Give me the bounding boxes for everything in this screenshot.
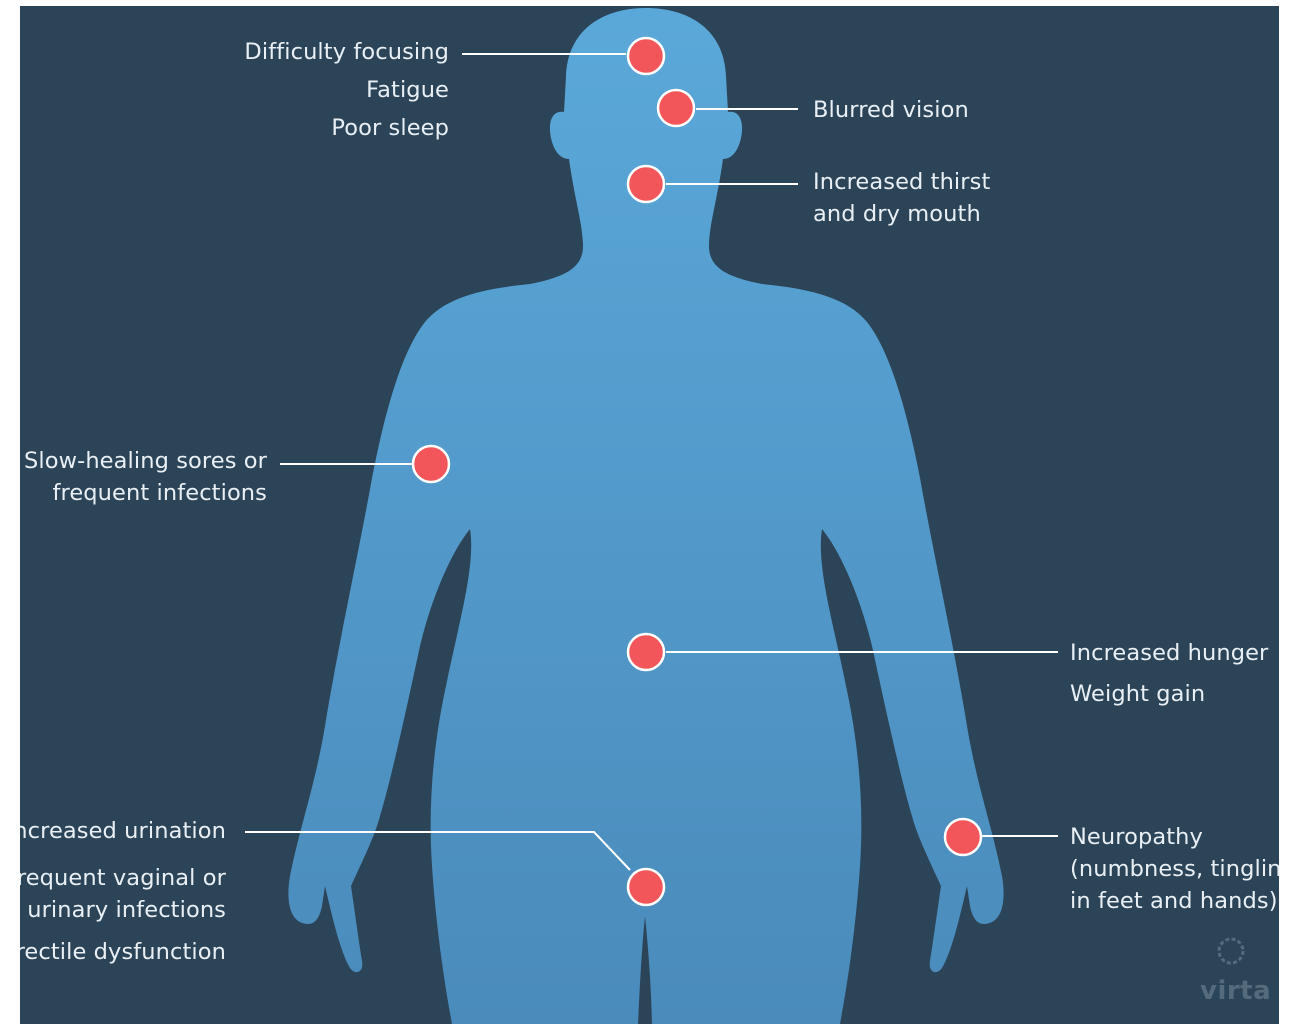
infographic-panel: Difficulty focusing Fatigue Poor sleep B… (20, 6, 1279, 1024)
thirst-labels: Increased thirst and dry mouth (813, 166, 990, 230)
label-increased-urination: Increased urination (20, 815, 226, 847)
label-slow-healing: Slow-healing sores or (24, 445, 267, 477)
label-erectile-dysfunction: Erectile dysfunction (20, 936, 226, 968)
marker-groin (628, 869, 664, 905)
label-neuropathy: Neuropathy (1070, 821, 1279, 853)
label-numbness: (numbness, tingling (1070, 853, 1279, 885)
marker-eyes (658, 90, 694, 126)
brand-logo-text: virta (1200, 976, 1271, 1006)
label-frequent-infections: frequent infections (24, 477, 267, 509)
label-frequent-vaginal: Frequent vaginal or (20, 862, 226, 894)
label-dry-mouth: and dry mouth (813, 198, 990, 230)
virta-logo-icon (1214, 934, 1248, 968)
neuropathy-labels: Neuropathy (numbness, tingling in feet a… (1070, 821, 1279, 917)
sores-labels: Slow-healing sores or frequent infection… (24, 445, 267, 509)
head-left-labels: Difficulty focusing Fatigue Poor sleep (244, 36, 449, 144)
marker-hand (945, 819, 981, 855)
label-feet-hands: in feet and hands) (1070, 885, 1279, 917)
marker-mouth (628, 166, 664, 202)
label-urinary-infections: urinary infections (20, 894, 226, 926)
marker-stomach (628, 634, 664, 670)
label-increased-hunger: Increased hunger (1070, 637, 1268, 669)
urination-labels: Increased urination Frequent vaginal or … (20, 815, 226, 968)
label-fatigue: Fatigue (244, 74, 449, 106)
marker-arm (413, 446, 449, 482)
label-poor-sleep: Poor sleep (244, 112, 449, 144)
marker-head (628, 38, 664, 74)
label-increased-thirst: Increased thirst (813, 166, 990, 198)
label-blurred-vision: Blurred vision (813, 94, 969, 126)
label-weight-gain: Weight gain (1070, 678, 1268, 710)
label-difficulty-focusing: Difficulty focusing (244, 36, 449, 68)
hunger-labels: Increased hunger Weight gain (1070, 637, 1268, 710)
